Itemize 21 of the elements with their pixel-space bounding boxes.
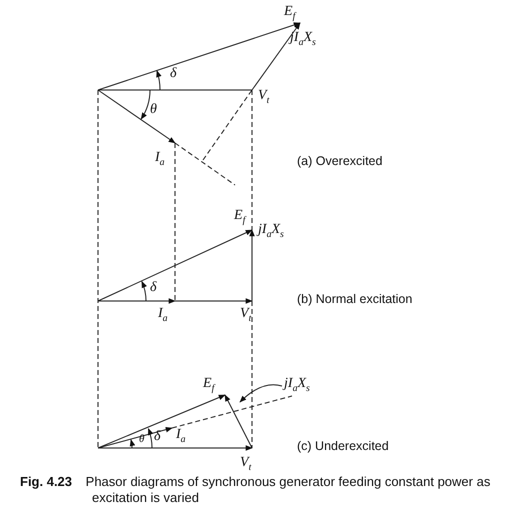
phasor-label: V$_{t}$ bbox=[240, 306, 252, 325]
phasor-label: I$_{a}$ bbox=[158, 306, 168, 325]
phasor-label: V$_{t}$ bbox=[240, 455, 252, 474]
diagram-label: (c) Underexcited bbox=[297, 440, 389, 454]
figure-caption: Fig. 4.23 Phasor diagrams of synchronous generator feeding constant power as excitation is varied bbox=[20, 474, 492, 506]
phasor-label: jI$_{a}$X$_{s}$ bbox=[284, 376, 310, 395]
phasor-label: δ bbox=[170, 66, 177, 82]
phasor-label: E$_{f}$ bbox=[234, 208, 246, 227]
phasor-label: δ bbox=[150, 280, 157, 296]
diagram-label: (a) Overexcited bbox=[297, 155, 382, 169]
phasor-label: jI$_{a}$X$_{s}$ bbox=[290, 30, 316, 49]
phasor-label: θ bbox=[139, 433, 144, 446]
phasor-label: E$_{f}$ bbox=[284, 4, 296, 23]
phasor-label: V$_{t}$ bbox=[258, 88, 270, 107]
phasor-label: δ bbox=[154, 429, 161, 444]
phasor-label: E$_{f}$ bbox=[203, 376, 214, 395]
phasor-label: jI$_{a}$X$_{s}$ bbox=[258, 222, 284, 241]
phasor-label: I$_{a}$ bbox=[155, 150, 165, 169]
phasor-label: θ bbox=[150, 102, 157, 118]
phasor-label: I$_{a}$ bbox=[176, 427, 186, 446]
diagram-label: (b) Normal excitation bbox=[297, 293, 412, 307]
